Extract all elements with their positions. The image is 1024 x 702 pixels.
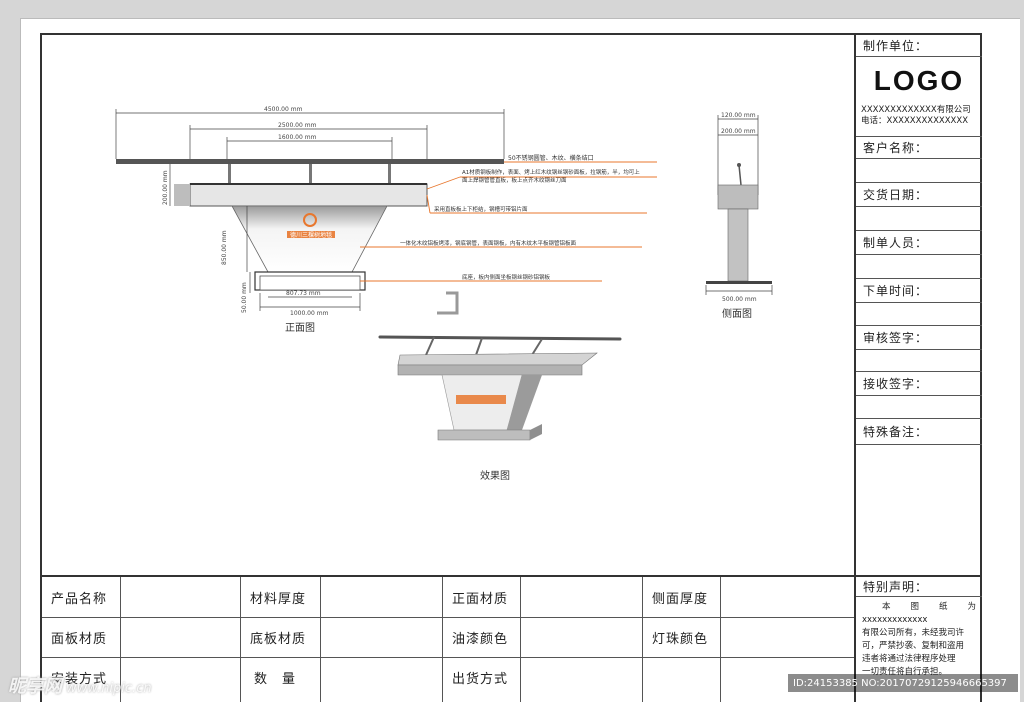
dim-side-top: 120.00 mm [721,112,756,119]
declaration-line: 本图纸为xxxxxxxxxxxxx [862,602,976,625]
note-5: 底座，板内侧面坐板钢丝钢砂铝钢板 [462,273,551,281]
special-note-value[interactable] [856,445,982,575]
declaration-line: 有限公司所有，未经我司许 [862,628,965,638]
bottom-dimensions [259,293,361,311]
brand-plate [287,231,335,238]
label-side-thickness: 侧面厚度 [652,591,709,607]
company-name: XXXXXXXXXXXXX有限公司 [861,105,971,115]
note-1: 50不锈钢圆管、木纹、横条结口 [508,154,594,162]
label-product-name: 产品名称 [51,591,108,607]
note-4: 一体化木纹铝板烤漆，钢底钢管，表面钢板，内有木纹木平板钢管铝板面 [400,239,577,247]
effect-view: 效果图 [378,335,622,482]
note-2: A1材质钢板制作，表面、烤上红木纹钢丝钢砂面板，拉钢筋，半，均可上 [462,168,640,176]
dim-total: 4500.00 mm [264,106,303,113]
declaration-line: 可，严禁抄袭、复制和盗用 [862,641,965,651]
leader-lines [360,161,657,282]
declaration-line: 一切责任将自行承担。 [862,667,948,677]
customer-label: 客户名称： [856,137,982,159]
special-note-label: 特殊备注： [856,419,982,445]
maker-person-value[interactable] [856,255,982,279]
watermark-logo: 昵享网 www.nipic.cn [8,672,152,698]
maker-label: 制作单位： [856,35,982,57]
declaration-line: 违者将通过法律程序处理 [862,654,956,664]
dim-bottom-inner: 807.73 mm [286,290,321,297]
watermark-site-name: 昵享网 [8,676,62,697]
label-front-material: 正面材质 [452,591,509,607]
label-panel-material: 面板材质 [51,631,108,647]
customer-value[interactable] [856,159,982,183]
watermark-url: www.nipic.cn [66,681,152,696]
corner-mark [437,291,459,315]
top-box [189,183,428,207]
review-sign-value[interactable] [856,350,982,372]
note-3: 采用直板板上下柜结，钢槽可带铝片面 [434,205,528,213]
drawing-area: 4500.00 mm 2500.00 mm 1600.00 mm [42,35,854,575]
label-quantity: 数 量 [254,671,297,687]
technical-drawing: 4500.00 mm 2500.00 mm 1600.00 mm [115,106,773,482]
company-info: XXXXXXXXXXXXX有限公司 电话：XXXXXXXXXXXXXX [856,105,982,137]
info-column: 制作单位： LOGO XXXXXXXXXXXXX有限公司 电话：XXXXXXXX… [854,35,982,575]
watermark-id: ID:24153385 NO:20170729125946665397 [788,674,1018,692]
declaration-title: 特别声明： [856,577,982,597]
logo: LOGO [873,65,965,96]
caption-effect: 效果图 [480,469,510,482]
receive-sign-value[interactable] [856,396,982,419]
declaration-text: 本图纸为xxxxxxxxxxxxx 有限公司所有，未经我司许 可，严禁抄袭、复制… [856,597,982,683]
label-paint-color: 油漆颜色 [452,631,509,647]
review-sign-label: 审核签字： [856,326,982,350]
dim-bottom: 1000.00 mm [290,310,329,317]
delivery-date-label: 交货日期： [856,183,982,207]
side-view: 120.00 mm 200.00 mm 500.00 mm 侧面图 [705,112,773,320]
delivery-date-value[interactable] [856,207,982,231]
label-base-material: 底板材质 [250,631,307,647]
maker-person-label: 制单人员： [856,231,982,255]
title-frame: 4500.00 mm 2500.00 mm 1600.00 mm [40,33,982,702]
dim-top: 2500.00 mm [278,122,317,129]
dim-height-base: 50.00 mm [241,282,248,313]
left-dimensions [169,164,251,293]
brand-text: 德川三棵树地毯 [290,231,332,239]
front-body [231,205,388,273]
box-side [174,184,190,206]
order-time-value[interactable] [856,303,982,326]
company-phone: 电话：XXXXXXXXXXXXXX [861,116,969,126]
dim-side-mid: 200.00 mm [721,128,756,135]
order-time-label: 下单时间： [856,279,982,303]
top-rail [116,159,504,164]
label-shipping-method: 出货方式 [452,671,509,687]
top-dimensions [115,109,505,159]
declaration: 特别声明： 本图纸为xxxxxxxxxxxxx 有限公司所有，未经我司许 可，严… [854,575,982,702]
caption-front: 正面图 [285,322,315,334]
label-led-color: 灯珠颜色 [652,631,709,647]
brand-mark-icon [303,213,317,227]
receive-sign-label: 接收签字： [856,372,982,396]
dim-height-top: 200.00 mm [162,170,169,205]
dim-mid: 1600.00 mm [278,134,317,141]
note-2b: 面上焊钢管管直板，板上点齐木纹钢丝刀面 [462,176,567,184]
spec-table: 产品名称 材料厚度 正面材质 侧面厚度 面板材质 底板材质 油漆颜色 灯珠颜色 … [42,575,854,702]
rail-posts [228,164,391,184]
label-install-method: 安装方式 [51,671,108,687]
dim-height-body: 850.00 mm [221,230,228,265]
logo-cell: LOGO [856,57,982,105]
dim-side-bottom: 500.00 mm [722,296,757,303]
caption-side: 侧面图 [722,307,752,320]
label-material-thickness: 材料厚度 [250,591,307,607]
